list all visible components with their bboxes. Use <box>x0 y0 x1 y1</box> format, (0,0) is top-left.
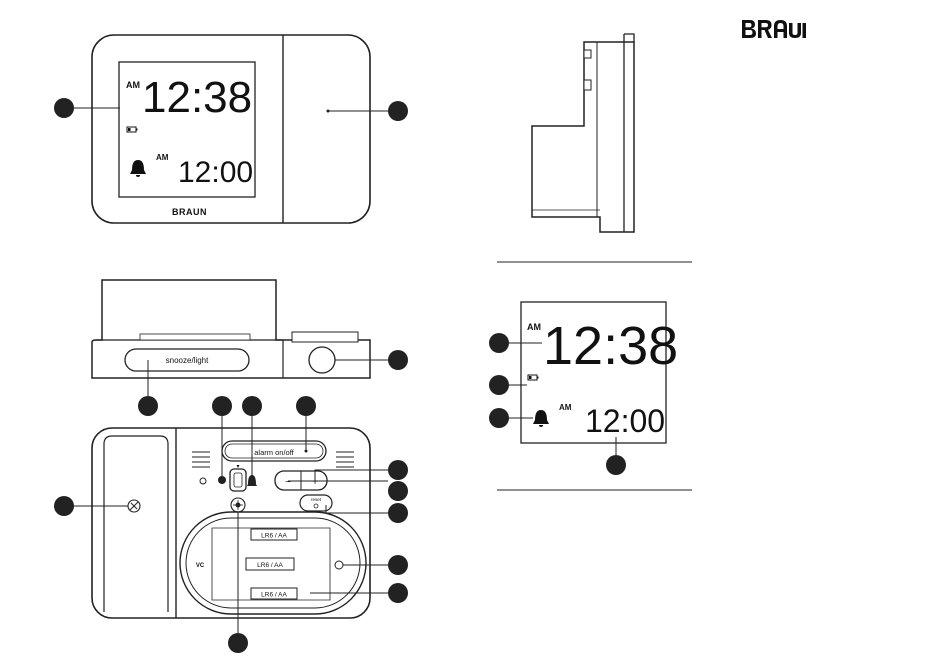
clock-mode-icon <box>218 476 226 484</box>
callout-marker-plus <box>388 460 408 480</box>
light-sensor <box>200 478 206 484</box>
battery-screw <box>335 561 343 569</box>
minus-label: − <box>285 477 291 488</box>
battery-label: LR6 / AA <box>261 592 287 599</box>
time-display: 12:38 <box>142 73 252 122</box>
callout-marker-snooze <box>138 396 158 416</box>
svg-text:BRAUN: BRAUN <box>172 207 207 217</box>
callout-marker-detail-alarm-time <box>606 455 626 475</box>
callout-marker-clock-mode <box>212 396 232 416</box>
projector-top <box>292 332 358 342</box>
top-slot <box>140 334 250 340</box>
battery-label: LR6 / AA <box>261 533 287 540</box>
callout-marker-display <box>54 98 74 118</box>
snooze-light-label: snooze/light <box>166 356 209 365</box>
detail-time-display: 12:38 <box>543 316 678 376</box>
clock-body-side <box>532 42 634 232</box>
back-view: alarm on/off ▾ − + reset VC <box>54 396 408 653</box>
alarm-time-display: 12:00 <box>178 156 253 189</box>
top-view: snooze/light <box>92 280 408 416</box>
battery-slot: LR6 / AA <box>246 558 294 570</box>
callout-marker-detail-alarm <box>489 408 509 428</box>
side-button-mid <box>584 80 591 90</box>
callout-marker-screw <box>388 555 408 575</box>
callout-marker-alarm-mode <box>242 396 262 416</box>
side-button-top <box>584 50 591 58</box>
alarm-switch-label: alarm on/off <box>254 448 294 457</box>
callout-marker-alarm-switch <box>296 396 316 416</box>
battery-slot: LR6 / AA <box>251 529 297 540</box>
battery-label: LR6 / AA <box>257 562 283 569</box>
callout-marker-reset <box>388 503 408 523</box>
projector-arm <box>104 436 168 612</box>
mode-symbol: ▾ <box>236 464 239 470</box>
battery-slot: LR6 / AA <box>251 588 297 599</box>
display-detail: AM 12:38 AM 12:00 <box>489 302 678 475</box>
detail-alarm-time-display: 12:00 <box>585 403 665 439</box>
detail-alarm-period: AM <box>559 403 572 412</box>
reset-label: reset <box>311 497 322 502</box>
sun-icon <box>231 498 245 512</box>
callout-marker-minus <box>388 481 408 501</box>
callout-marker-light-sensor <box>228 633 248 653</box>
front-view: AM 12:38 AM 12:00 BRAUN <box>54 35 408 223</box>
braun-logo-small-icon: BRAUN <box>172 207 207 217</box>
vc-label: VC <box>196 563 205 569</box>
detail-time-period: AM <box>527 322 541 332</box>
callout-marker-detail-battery <box>489 375 509 395</box>
side-top-cap <box>624 34 634 42</box>
antenna-icon <box>128 500 140 512</box>
callout-marker-focus <box>388 350 408 370</box>
callout-marker-antenna <box>54 496 74 516</box>
side-view <box>532 34 634 232</box>
callout-marker-battery <box>388 583 408 603</box>
alarm-period: AM <box>156 153 169 162</box>
mode-slider[interactable] <box>230 469 246 491</box>
callout-marker-projector <box>388 101 408 121</box>
focus-wheel[interactable] <box>309 347 335 373</box>
time-period: AM <box>126 80 140 90</box>
callout-marker-detail-time <box>489 333 509 353</box>
